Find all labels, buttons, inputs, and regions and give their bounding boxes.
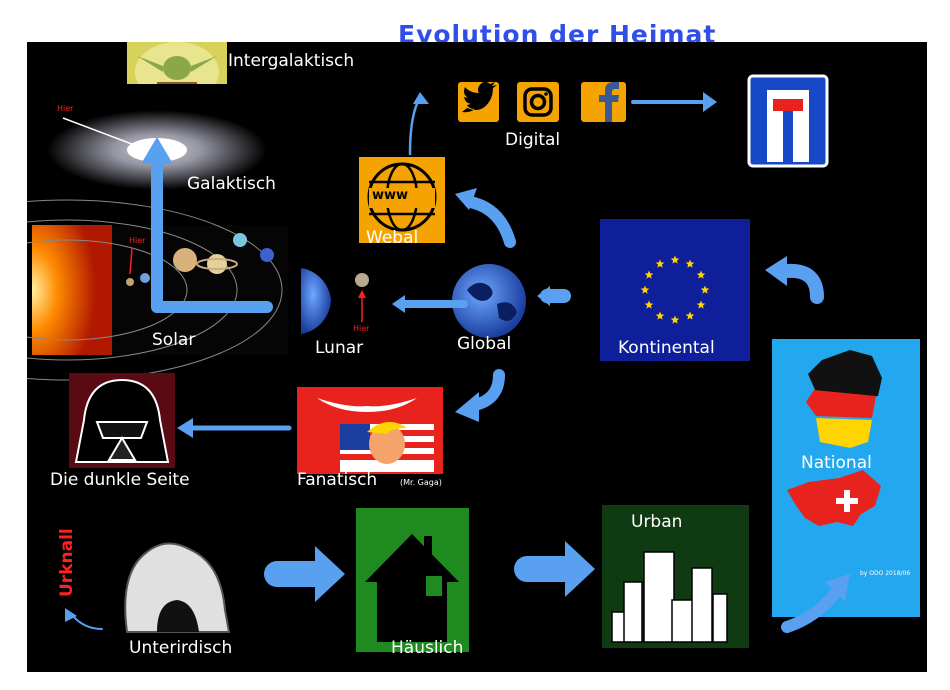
flow-arrows (71, 96, 843, 633)
credit: by ODO 2018/06 (860, 570, 911, 577)
arrow-heads (65, 92, 850, 622)
label-global: Global (457, 334, 512, 354)
twitter-icon (458, 81, 499, 122)
label-galaktisch: Galaktisch (187, 174, 276, 194)
label-haeuslich: Häuslich (391, 638, 464, 658)
label-dunkle-seite: Die dunkle Seite (50, 470, 190, 490)
label-digital: Digital (505, 130, 561, 150)
eu-star (655, 311, 665, 320)
label-solar: Solar (152, 330, 196, 350)
city-icon (602, 505, 749, 648)
darth-vader-icon (69, 373, 175, 468)
globe-icon (452, 264, 526, 338)
label-intergalaktisch: Intergalaktisch (228, 51, 355, 71)
marker-hier-galaxy: Hier (57, 104, 74, 113)
cave-image (124, 542, 231, 633)
www-text: www (372, 188, 409, 203)
label-kontinental: Kontinental (618, 338, 715, 358)
eu-star (685, 259, 695, 268)
facebook-icon (581, 82, 626, 122)
eu-star (670, 255, 680, 264)
eu-star (696, 300, 706, 309)
label-urknall: Urknall (57, 528, 77, 597)
germany-switzerland-map (772, 339, 920, 617)
eu-star (640, 285, 650, 294)
label-webal: Webal (366, 228, 419, 248)
label-fanatisch: Fanatisch (297, 470, 378, 490)
eu-flag (600, 219, 750, 361)
instagram-icon (517, 82, 559, 122)
diagram-board: Intergalaktisch Galaktisch Solar Lunar G… (27, 42, 927, 672)
label-national: National (801, 453, 872, 473)
house-icon (356, 508, 469, 652)
label-lunar: Lunar (315, 338, 364, 358)
trump-flag-image (297, 387, 443, 474)
eu-star (696, 270, 706, 279)
marker-hier-lunar: Hier (353, 324, 370, 333)
label-unterirdisch: Unterirdisch (129, 638, 233, 658)
eu-star (670, 315, 680, 324)
label-urban: Urban (631, 512, 683, 532)
webal-box (359, 157, 445, 243)
label-fanatisch-note: (Mr. Gaga) (400, 478, 442, 487)
marker-hier-solar: Hier (129, 236, 146, 245)
eu-star (644, 270, 654, 279)
eu-star (644, 300, 654, 309)
diagram-graphics (27, 42, 920, 652)
earth-moon-image (301, 267, 386, 362)
eu-star (700, 285, 710, 294)
dead-end-sign-icon (747, 74, 829, 168)
eu-star (685, 311, 695, 320)
eu-star (655, 259, 665, 268)
